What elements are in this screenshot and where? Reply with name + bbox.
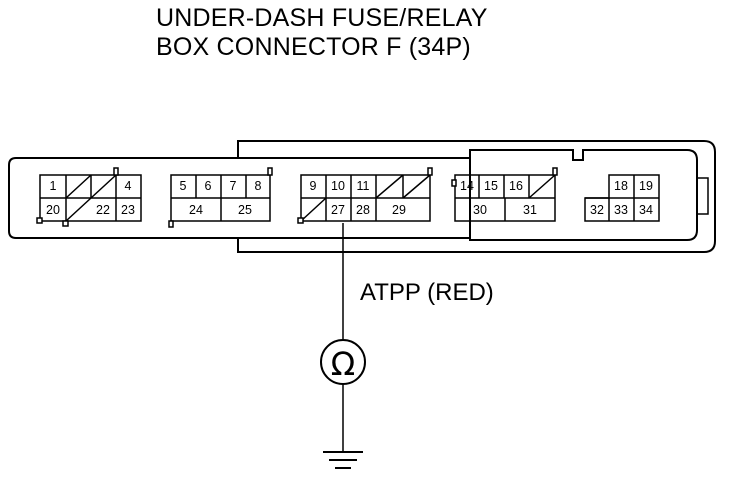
- pin-number-labels: 1 4 20 22 23 5 6 7 8 24 25 9 10 11 27 28…: [46, 179, 653, 217]
- pin-29-label: 29: [392, 203, 406, 217]
- ohmmeter-icon: Ω: [320, 339, 366, 385]
- diagram-title-line-2: BOX CONNECTOR F (34P): [156, 33, 471, 61]
- pin-32-label: 32: [590, 203, 604, 217]
- pin-28-label: 28: [356, 203, 370, 217]
- atpp-wire-label: ATPP (RED): [360, 279, 494, 306]
- pin-group-c: [297, 167, 433, 224]
- pin-24-label: 24: [189, 203, 203, 217]
- pin-group-d: [451, 167, 558, 222]
- pin-1-label: 1: [50, 179, 57, 193]
- pin-4-label: 4: [125, 179, 132, 193]
- pin-18-label: 18: [614, 179, 628, 193]
- pin-6-label: 6: [205, 179, 212, 193]
- ground-symbol-icon: [323, 451, 363, 469]
- pin-25-label: 25: [238, 203, 252, 217]
- pin-34-label: 34: [639, 203, 653, 217]
- ohm-symbol: Ω: [331, 345, 355, 383]
- pin-8-label: 8: [255, 179, 262, 193]
- pin-33-label: 33: [614, 203, 628, 217]
- pin-5-label: 5: [180, 179, 187, 193]
- pin-7-label: 7: [230, 179, 237, 193]
- pin-group-b: [168, 167, 273, 228]
- pin-22-label: 22: [96, 203, 110, 217]
- connector-housing: [8, 140, 716, 253]
- diagram-title-line-1: UNDER-DASH FUSE/RELAY: [156, 4, 488, 32]
- pin-30-label: 30: [473, 203, 487, 217]
- pin-10-label: 10: [331, 179, 345, 193]
- pin-27-label: 27: [331, 203, 345, 217]
- pin-14-label: 14: [460, 179, 474, 193]
- pin-31-label: 31: [523, 203, 537, 217]
- pin-group-e: [584, 174, 660, 222]
- pin-19-label: 19: [639, 179, 653, 193]
- pin-20-label: 20: [46, 203, 60, 217]
- pin-16-label: 16: [509, 179, 523, 193]
- pin-23-label: 23: [121, 203, 135, 217]
- pin-group-a: [36, 167, 142, 227]
- pin-9-label: 9: [310, 179, 317, 193]
- pin-15-label: 15: [484, 179, 498, 193]
- pin-11-label: 11: [357, 179, 370, 193]
